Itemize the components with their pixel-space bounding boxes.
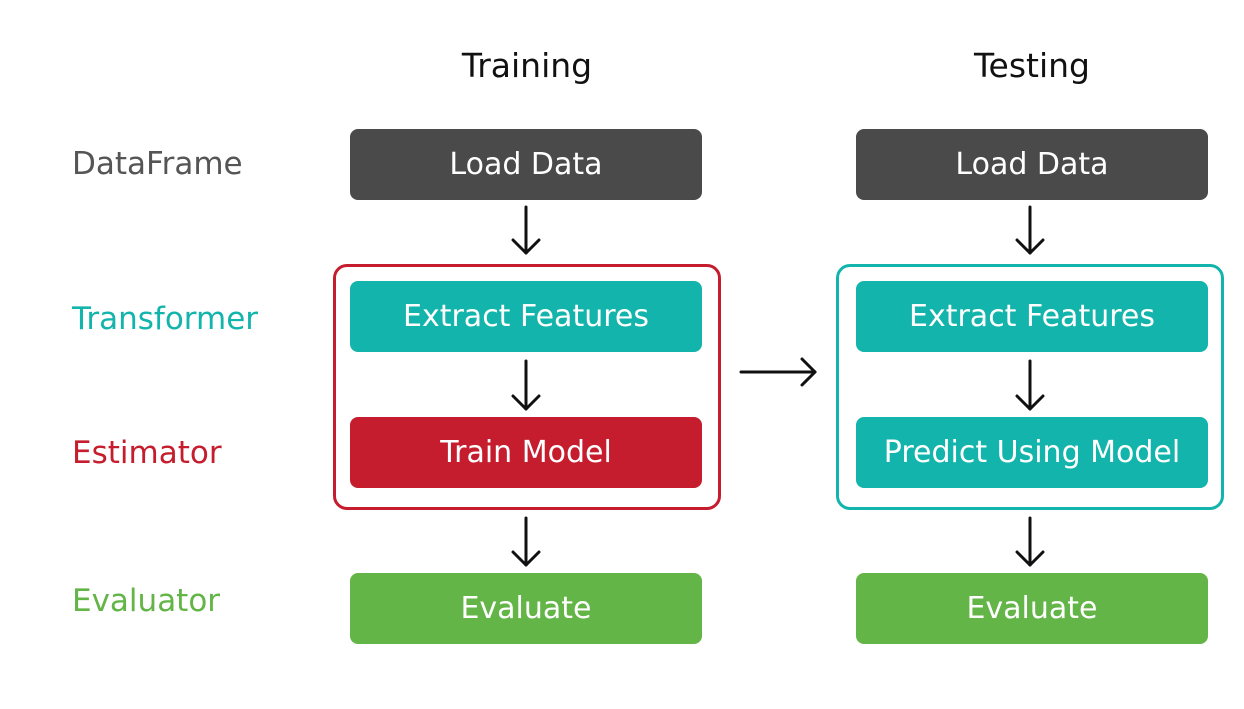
testing-pipeline-group bbox=[836, 264, 1224, 510]
training-column-title: Training bbox=[461, 46, 593, 85]
arrow-down-icon bbox=[511, 516, 541, 567]
estimator-row-label: Estimator bbox=[72, 435, 222, 471]
dataframe-row-label: DataFrame bbox=[72, 146, 243, 182]
training-evaluate-box: Evaluate bbox=[350, 573, 702, 644]
evaluator-row-label: Evaluator bbox=[72, 583, 221, 619]
testing-extract-features-box: Extract Features bbox=[856, 281, 1208, 352]
testing-column-title: Testing bbox=[973, 46, 1090, 85]
testing-evaluate-box: Evaluate bbox=[856, 573, 1208, 644]
training-extract-features-box: Extract Features bbox=[350, 281, 702, 352]
arrow-right-icon bbox=[739, 357, 817, 387]
arrow-down-icon bbox=[1015, 516, 1045, 567]
training-load-data-box: Load Data bbox=[350, 129, 702, 200]
transformer-row-label: Transformer bbox=[72, 301, 259, 337]
training-pipeline-group bbox=[333, 264, 721, 510]
training-train-model-box: Train Model bbox=[350, 417, 702, 488]
testing-predict-box: Predict Using Model bbox=[856, 417, 1208, 488]
arrow-down-icon bbox=[511, 205, 541, 255]
testing-load-data-box: Load Data bbox=[856, 129, 1208, 200]
arrow-down-icon bbox=[1015, 205, 1045, 255]
